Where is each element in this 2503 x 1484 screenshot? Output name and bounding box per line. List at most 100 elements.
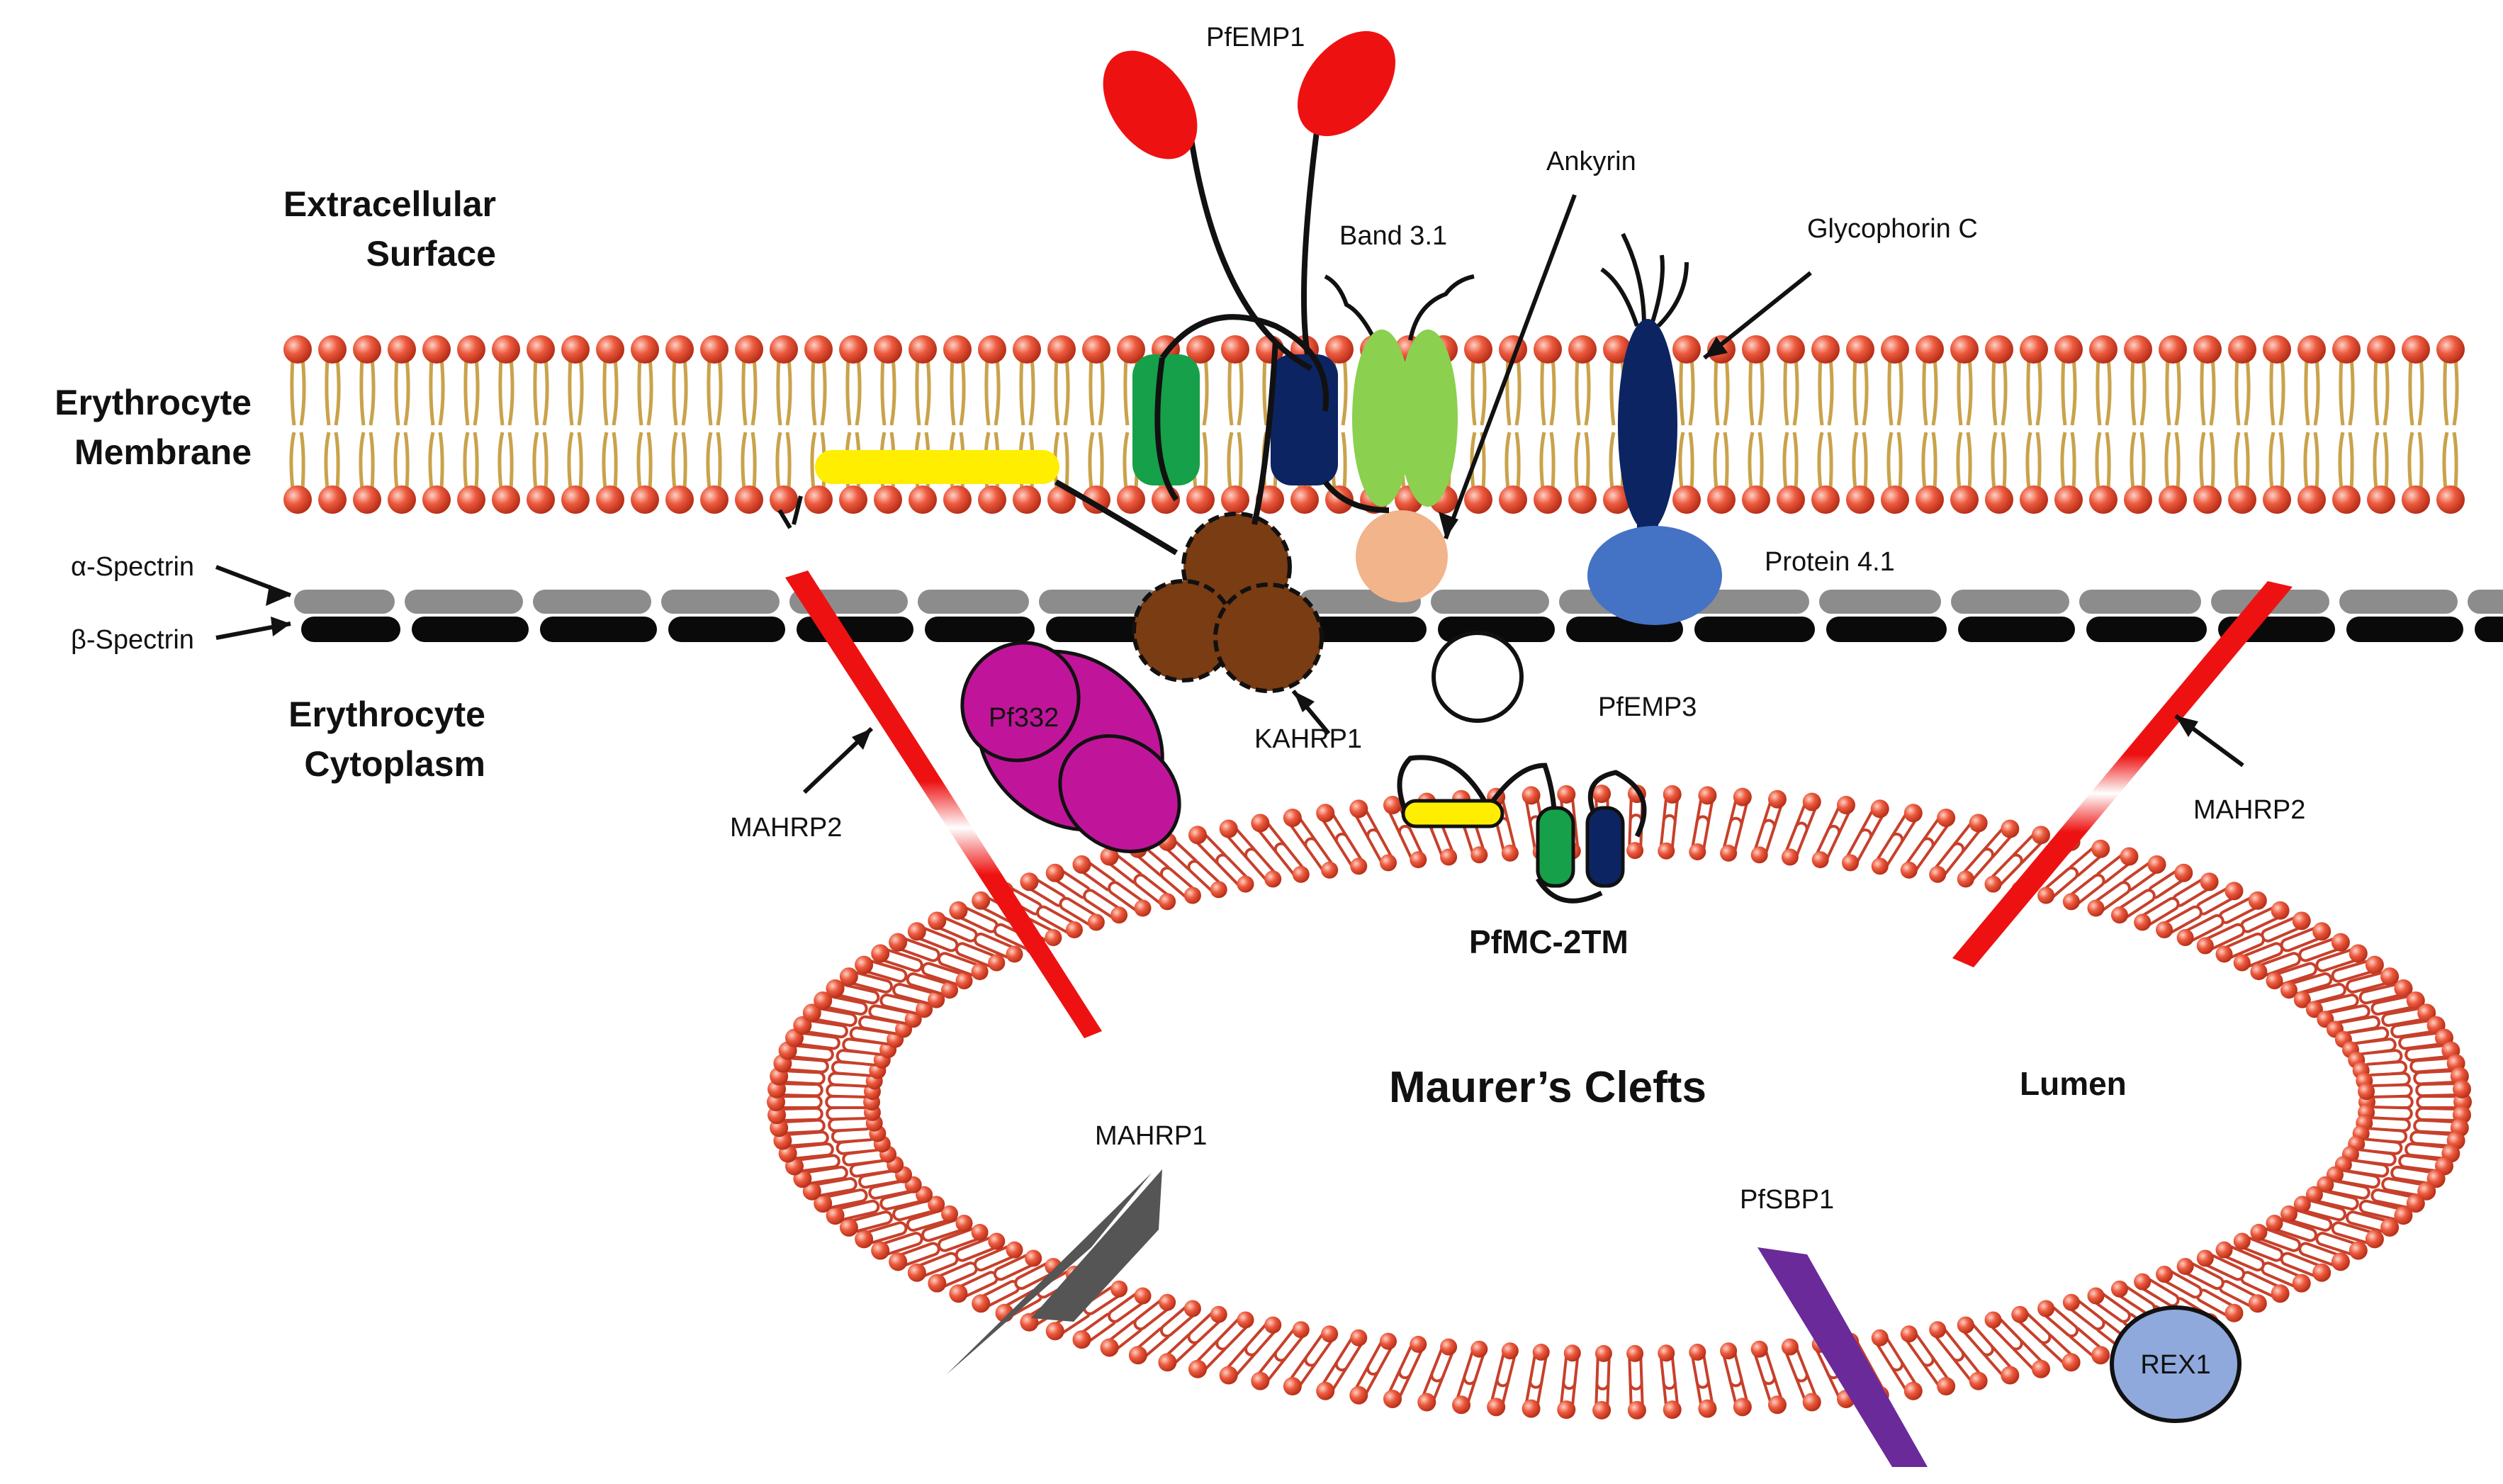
cleft-phospholipid <box>2037 839 2110 904</box>
cleft-phospholipid <box>1929 814 1988 883</box>
phospholipid <box>2367 335 2395 514</box>
phospholipid <box>943 335 972 514</box>
cleft-phospholipid <box>2293 1196 2400 1237</box>
cleft-phospholipid <box>2305 1186 2413 1225</box>
cleft-phospholipid <box>1100 1293 1176 1357</box>
cleft-phospholipid <box>767 1093 880 1111</box>
phospholipid <box>2124 335 2152 514</box>
cleft-phospholipid <box>2326 1166 2436 1201</box>
label-beta-spectrin: β-Spectrin <box>71 625 194 655</box>
arrows <box>215 193 2244 794</box>
cleft-phospholipid <box>2326 1004 2436 1038</box>
cleft-phospholipid <box>1188 1311 1254 1378</box>
cleft-phospholipid <box>972 1257 1062 1313</box>
cleft-phospholipid <box>2280 1205 2384 1249</box>
spectrin-segment <box>533 590 657 642</box>
phospholipid <box>700 335 729 514</box>
cleft-phospholipid <box>1871 1329 1923 1400</box>
open-circle <box>1432 631 1524 723</box>
cleft-phospholipid <box>1900 1325 1956 1396</box>
cleft-phospholipid <box>2134 872 2219 931</box>
cleft-phospholipid <box>1383 796 1427 869</box>
phospholipid <box>2228 335 2256 514</box>
cleft-phospholipid <box>2062 847 2139 911</box>
cleft-phospholipid <box>1383 1335 1427 1408</box>
phospholipid <box>2193 335 2222 514</box>
cleft-phospholipid <box>1251 1321 1310 1390</box>
cleft-phospholipid <box>2196 1249 2290 1303</box>
phospholipid <box>457 335 485 514</box>
phospholipid <box>665 335 694 514</box>
cleft-phospholipid <box>1750 1340 1787 1415</box>
label-surface: Surface <box>366 234 496 274</box>
cleft-phospholipid <box>1842 799 1889 872</box>
cleft-phospholipid <box>839 967 945 1008</box>
phospholipid <box>2020 335 2048 514</box>
band-3-1 <box>1324 274 1475 507</box>
label-rex1: REX1 <box>2140 1350 2210 1380</box>
cleft-phospholipid <box>1781 792 1821 866</box>
cleft-phospholipid <box>2176 891 2267 947</box>
green-tm-protein <box>1132 354 1200 485</box>
cleft-phospholipid <box>2266 1215 2368 1260</box>
label-erythrocyte-membrane-1: Erythrocyte <box>55 383 252 422</box>
label-erythrocyte-cytoplasm-1: Erythrocyte <box>288 695 485 734</box>
cleft-phospholipid <box>928 911 1023 963</box>
phospholipid <box>492 335 520 514</box>
label-mahrp1: MAHRP1 <box>1095 1121 1207 1151</box>
phospholipid <box>422 335 451 514</box>
protein-4-1-blue <box>1587 526 1722 625</box>
cleft-phospholipid <box>1045 863 1128 924</box>
cleft-phospholipid <box>949 1249 1042 1303</box>
label-mahrp2-left: MAHRP2 <box>730 813 842 843</box>
cleft-phospholipid <box>1750 789 1787 864</box>
cleft-phospholipid <box>1957 1316 2020 1385</box>
phospholipid <box>1881 335 1909 514</box>
mahrp2-left-marker <box>785 570 1102 1038</box>
cleft-phospholipid <box>1626 1344 1646 1420</box>
cleft-phospholipid <box>785 1028 897 1059</box>
phospholipid <box>2402 335 2430 514</box>
cleft-phospholipid <box>1158 832 1227 899</box>
spectrin-segment <box>1951 590 2075 642</box>
cleft-phospholipid <box>1283 1325 1339 1396</box>
cleft-phospholipid <box>1658 785 1682 860</box>
pfemp1-head-left <box>1103 50 1198 159</box>
cleft-phospholipid <box>1100 847 1176 911</box>
label-protein-4-1: Protein 4.1 <box>1765 547 1895 577</box>
mahrp1-marker-tail <box>946 1173 1152 1375</box>
phospholipid <box>2297 335 2326 514</box>
cleft-phospholipid <box>2196 901 2290 955</box>
cleft-phospholipid <box>2215 1241 2311 1293</box>
cleft-phospholipid <box>814 991 922 1028</box>
cleft-phospholipid <box>1929 1321 1988 1390</box>
label-ankyrin: Ankyrin <box>1546 147 1636 176</box>
cleft-phospholipid <box>770 1114 883 1137</box>
cleft-phospholipid <box>1592 1344 1612 1420</box>
phospholipid <box>1916 335 1944 514</box>
cleft-phospholipid <box>2156 882 2244 938</box>
cleft-phospholipid <box>1984 826 2050 893</box>
cleft-phospholipid <box>1283 808 1339 879</box>
cleft-phospholipid <box>1349 1332 1397 1405</box>
label-mahrp2-right: MAHRP2 <box>2193 795 2305 825</box>
spectrin-segment <box>1687 590 1815 642</box>
cleft-phospholipid <box>2250 1223 2350 1271</box>
glycophorin-c <box>1587 232 1722 625</box>
cleft-phospholipid <box>1781 1338 1821 1412</box>
cleft-phospholipid <box>2293 967 2400 1008</box>
phospholipid <box>561 335 590 514</box>
cleft-phospholipid <box>1219 819 1282 888</box>
phospholipid <box>283 335 312 514</box>
cleft-phospholipid <box>2280 955 2384 999</box>
label-extracellular: Extracellular <box>283 184 496 224</box>
phospholipid <box>2159 335 2187 514</box>
pfsbp1-marker <box>1757 1247 1928 1467</box>
label-alpha-spectrin: α-Spectrin <box>71 552 194 582</box>
phospholipid <box>1777 335 1805 514</box>
cleft-phospholipid <box>889 933 989 981</box>
cleft-phospholipid <box>2087 855 2166 917</box>
cleft-phospholipid <box>1658 1344 1682 1420</box>
phospholipid <box>1013 335 1041 514</box>
